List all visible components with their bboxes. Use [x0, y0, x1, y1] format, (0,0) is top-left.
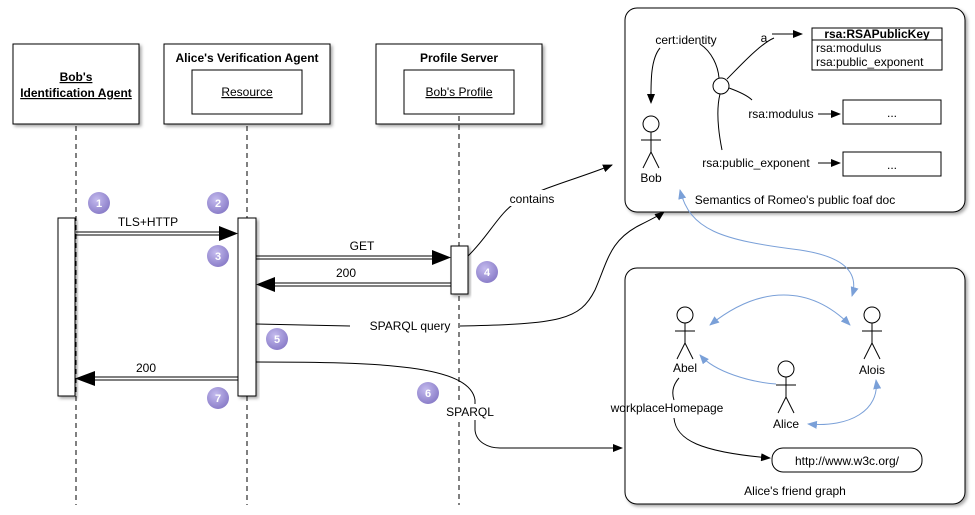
knows-alice-alois — [807, 379, 882, 429]
workplace-label: workplaceHomepage — [610, 401, 724, 415]
lane-title: Alice's Verification Agent — [175, 51, 318, 65]
message-tls: TLS+HTTP — [76, 215, 238, 241]
alice-figure — [776, 360, 796, 414]
abel-label: Abel — [673, 361, 697, 375]
svg-text:6: 6 — [425, 388, 431, 400]
lane-alice-agent: Alice's Verification Agent Resource — [163, 43, 331, 125]
svg-text:4: 4 — [484, 267, 491, 279]
activation-bob — [57, 217, 76, 397]
step-badge-6: 6 — [417, 382, 439, 404]
message-label: TLS+HTTP — [118, 215, 178, 229]
url-node — [771, 447, 923, 473]
message-sparql-query: SPARQL query — [255, 212, 664, 333]
message-label: 200 — [136, 361, 156, 375]
lane-profile-server: Profile Server Bob's Profile — [375, 43, 543, 125]
modulus-value: ... — [887, 106, 897, 120]
rsa-key-title: rsa:RSAPublicKey — [824, 27, 930, 41]
step-badge-3: 3 — [207, 245, 229, 267]
message-200-server: 200 — [256, 266, 451, 292]
url-label: http://www.w3c.org/ — [795, 454, 900, 468]
lane-title: Profile Server — [420, 51, 498, 65]
resource-label: Resource — [221, 85, 273, 99]
rsa-key-modulus: rsa:modulus — [816, 41, 881, 55]
step-badge-5: 5 — [266, 328, 288, 350]
svg-text:5: 5 — [274, 334, 280, 346]
rsa-key-exponent: rsa:public_exponent — [816, 55, 924, 69]
step-badge-1: 1 — [88, 192, 110, 214]
step-badge-2: 2 — [207, 192, 229, 214]
bob-alois-link — [678, 189, 859, 297]
profile-box — [403, 69, 515, 115]
alois-figure — [862, 306, 882, 360]
bob-figure — [641, 115, 661, 169]
activation-server — [450, 245, 469, 295]
friend-graph-caption: Alice's friend graph — [744, 484, 846, 498]
abel-figure — [675, 306, 695, 360]
knows-alice-abel — [699, 354, 777, 385]
lane-title-line1: Bob's — [60, 70, 93, 84]
alice-label: Alice — [773, 417, 799, 431]
svg-text:3: 3 — [215, 251, 221, 263]
bob-label: Bob — [640, 171, 662, 185]
svg-text:1: 1 — [96, 198, 102, 210]
activation-alice — [237, 217, 257, 397]
lane-title-line2: Identification Agent — [20, 86, 132, 100]
resource-box — [191, 69, 303, 115]
step-badge-4: 4 — [476, 261, 498, 283]
message-label: SPARQL — [446, 405, 494, 419]
svg-text:2: 2 — [215, 198, 221, 210]
rsa-key-box — [811, 27, 943, 71]
message-label: contains — [510, 192, 555, 206]
profile-label: Bob's Profile — [426, 85, 493, 99]
blank-node — [712, 77, 730, 95]
exponent-value: ... — [887, 158, 897, 172]
modulus-value-box — [842, 99, 942, 125]
svg-text:7: 7 — [215, 393, 221, 405]
a-label: a — [761, 31, 768, 45]
lane-header-box — [12, 43, 140, 125]
message-label: GET — [350, 239, 375, 253]
message-label: 200 — [336, 266, 356, 280]
lane-bob-agent: Bob's Identification Agent — [12, 43, 140, 125]
friend-graph-box: Abel Alois Alice workplaceHomepage http: — [610, 267, 966, 505]
message-sparql: SPARQL — [255, 361, 623, 452]
step-badge-7: 7 — [207, 387, 229, 409]
message-get: GET — [256, 239, 451, 265]
rsa-modulus-label: rsa:modulus — [748, 107, 813, 121]
cert-identity-label: cert:identity — [655, 33, 716, 47]
message-200-bob: 200 — [75, 361, 238, 386]
message-contains: contains — [467, 164, 613, 257]
alois-label: Alois — [859, 363, 885, 377]
rsa-exponent-label: rsa:public_exponent — [702, 156, 810, 170]
semantics-box: cert:identity a rsa:RSAPublicKey rsa:mod… — [624, 7, 966, 213]
semantics-caption: Semantics of Romeo's public foaf doc — [695, 193, 895, 207]
exponent-value-box — [842, 151, 942, 177]
message-label: SPARQL query — [370, 319, 451, 333]
